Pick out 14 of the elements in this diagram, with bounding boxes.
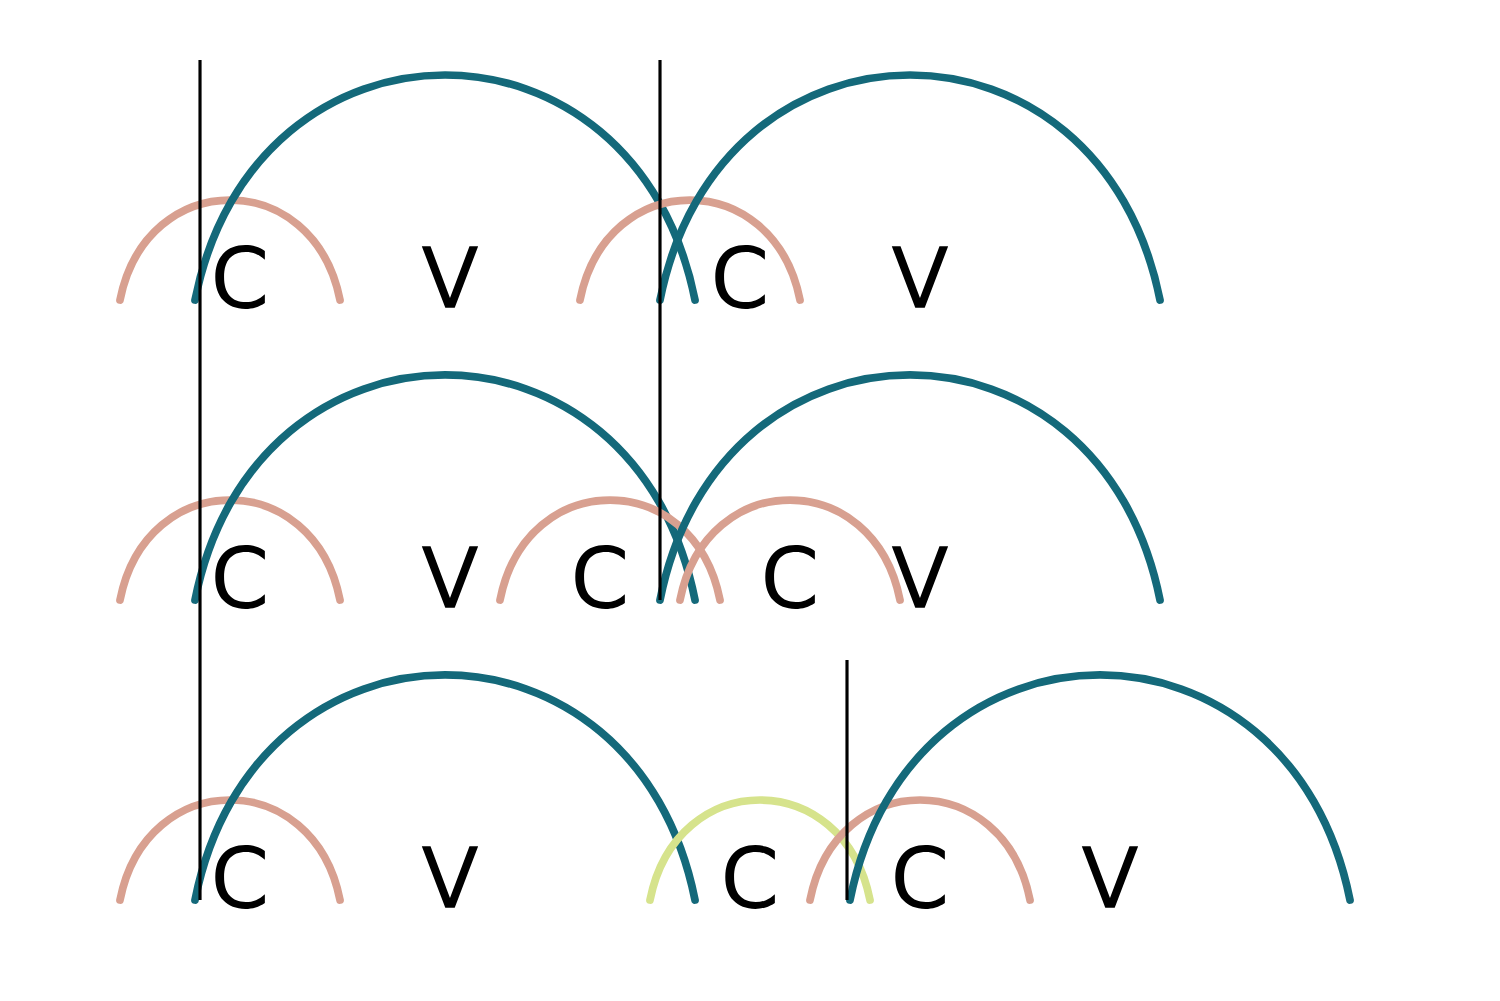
letter-label: V: [1081, 846, 1139, 908]
letter-label: C: [215, 845, 265, 909]
letter-label: V: [421, 246, 479, 308]
letter-label: C: [725, 845, 775, 909]
letter-label: V: [421, 546, 479, 608]
letter-label: V: [891, 246, 949, 308]
letter-label: C: [895, 845, 945, 909]
letter-label: V: [421, 846, 479, 908]
letter-label: C: [575, 545, 625, 609]
letter-label: C: [765, 545, 815, 609]
letter-label: C: [715, 245, 765, 309]
letter-label: V: [891, 546, 949, 608]
letter-label: C: [215, 245, 265, 309]
letter-label: C: [215, 545, 265, 609]
